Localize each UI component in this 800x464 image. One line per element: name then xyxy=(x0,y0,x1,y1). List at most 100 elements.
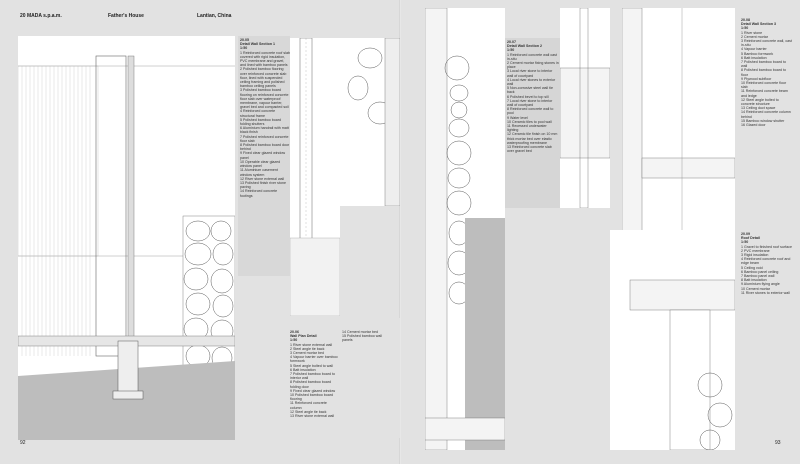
caption-item: 9 Aluminium flying angle xyxy=(741,282,780,287)
caption-item: 15 Polished bamboo wall panels xyxy=(342,334,382,343)
caption-item: 12 Steel angle tie back xyxy=(290,409,327,414)
caption-id: 20.06 xyxy=(290,330,299,334)
caption-item: 7 Polished reinforced concrete floor sla… xyxy=(240,134,289,143)
caption-item: 5 Non-corrosive steel wall tie back xyxy=(507,86,553,95)
caption-item: 2 Cement mortar fixing stones in place xyxy=(507,61,559,70)
caption-item: 11 Recessed underwater lighting xyxy=(507,124,547,133)
caption-item: 4 Vapour barrier xyxy=(741,47,767,52)
page-number-right: 93 xyxy=(775,440,781,446)
caption-item: 12 Ceramic tile finish on 10 mm thick mo… xyxy=(507,132,558,145)
caption-item: 9 Plywood subfloor xyxy=(741,76,772,81)
caption-item: 8 Reinforced concrete wall to pool xyxy=(507,107,554,116)
caption-item: 11 Aluminium casement window system xyxy=(240,168,278,177)
caption-item: 2 Steel angle tie back xyxy=(290,346,325,351)
caption-id: 20.08 xyxy=(741,18,750,22)
caption-wall-section-1: 20.05 Detail Wall Section 1 1:50 1 Reinf… xyxy=(240,38,290,198)
caption-item: 6 Polished bevel to top sill xyxy=(507,94,549,99)
caption-id: 20.09 xyxy=(741,232,750,236)
drawing-wall-section-2 xyxy=(425,8,505,450)
project-name: Father's House xyxy=(108,13,144,19)
drawing-wall-section-3 xyxy=(622,8,735,248)
drawing-section-2-detail xyxy=(560,8,610,208)
caption-scale: 1:50 xyxy=(741,26,749,31)
caption-roof-detail: 20.09 Roof Detail 1:50 1 Gravel to finis… xyxy=(741,232,793,295)
caption-title: Wall Plan Detail xyxy=(290,334,317,339)
caption-item: 6 Batt insulation xyxy=(741,55,767,60)
section-3-linework xyxy=(622,8,735,248)
caption-item: 7 Polished bamboo board to interior wall xyxy=(290,372,335,381)
caption-item: 9 Fixed clear glazed window xyxy=(290,388,336,393)
caption-scale: 1:50 xyxy=(290,338,298,343)
caption-item: 4 Local river stones to exterior wall xyxy=(507,77,556,87)
caption-item: 2 PVC membrane xyxy=(741,248,770,253)
caption-item: 11 Reinforced concrete beam and ledge xyxy=(741,89,788,98)
caption-item: 8 Polished bamboo board folding door xyxy=(290,380,331,389)
caption-item: 9 Water level xyxy=(507,115,528,120)
caption-item: 2 Polished bamboo flooring over reinforc… xyxy=(240,67,287,89)
caption-scale: 1:50 xyxy=(240,46,248,51)
caption-item: 13 Reinforced concrete slab over gravel … xyxy=(507,145,552,154)
caption-item: 7 Local river stone to interior wall of … xyxy=(507,98,553,108)
caption-panel-3 xyxy=(505,38,560,208)
caption-item: 5 Steel angle bolted to wall xyxy=(290,363,333,368)
caption-wall-section-2: 20.07 Detail Wall Section 2 1:50 1 Reinf… xyxy=(507,40,559,153)
section-detail-b-linework xyxy=(347,38,400,206)
caption-item: 6 Batt insulation xyxy=(290,367,316,372)
caption-title: Detail Wall Section 3 xyxy=(741,22,777,27)
caption-item: 10 Operable clear glazed window panel xyxy=(240,159,281,169)
drawing-section-detail-b xyxy=(340,38,400,206)
caption-item: 11 Reinforced concrete column xyxy=(290,401,327,410)
roof-detail-linework xyxy=(629,279,735,450)
caption-title: Roof Detail xyxy=(741,236,760,241)
caption-item: 5 Bamboo formwork xyxy=(741,51,774,56)
caption-item: 12 River stone external wall xyxy=(240,176,285,181)
caption-item: 11 River stones to exterior wall xyxy=(741,290,790,295)
caption-item: 13 Ceiling duct space xyxy=(741,106,776,111)
caption-item: 14 Reinforced concrete footings xyxy=(240,189,278,198)
caption-scale: 1:50 xyxy=(507,48,515,53)
caption-item: 6 Aluminium handrail with matt black fin… xyxy=(240,126,289,135)
caption-item: 5 Polished bamboo board folding shutters xyxy=(240,117,281,127)
caption-item: 7 Polished bamboo board to wall xyxy=(741,60,786,69)
caption-panel-1 xyxy=(238,36,290,276)
project-location: Lantian, China xyxy=(197,13,232,19)
caption-item: 2 Cement mortar xyxy=(741,34,768,39)
caption-item: 12 Steel angle bolted to concrete struct… xyxy=(741,97,779,107)
caption-item: 1 Gravel to finished roof surface xyxy=(741,244,792,249)
caption-item: 5 Ceiling void xyxy=(741,265,763,270)
caption-scale: 1:50 xyxy=(741,240,749,245)
firm-name: 20 MADA s.p.a.m. xyxy=(20,13,62,19)
caption-item: 8 Polished bamboo board to floor xyxy=(741,68,786,77)
caption-id: 20.07 xyxy=(507,40,516,44)
page-number-left: 92 xyxy=(20,440,26,446)
caption-item: 13 River stone external wall xyxy=(290,414,335,419)
section-detail-a-linework xyxy=(290,38,340,316)
caption-panel-2 xyxy=(290,318,400,438)
shutter-lines xyxy=(21,66,91,356)
caption-title: Detail Wall Section 1 xyxy=(240,42,276,47)
book-gutter xyxy=(399,0,401,464)
caption-item: 6 Bamboo panel ceiling xyxy=(741,269,779,274)
section-2-linework xyxy=(425,8,505,450)
section-2-detail-linework xyxy=(560,8,610,208)
caption-id: 20.05 xyxy=(240,38,249,42)
caption-item: 10 Reinforced concrete floor slab xyxy=(741,81,787,90)
caption-item: 16 Glazed door xyxy=(741,123,766,128)
caption-item: 4 Reinforced concrete roof and edge beam xyxy=(741,257,791,266)
caption-item: 14 Reinforced concrete column behind xyxy=(741,110,791,119)
caption-item: 3 Reinforced concrete wall, cast in-situ xyxy=(741,39,792,48)
caption-item: 10 Ceramic tiles to pool wall xyxy=(507,119,552,124)
caption-items: 1 Reinforced concrete roof slab covered … xyxy=(240,51,290,198)
caption-wall-section-3: 20.08 Detail Wall Section 3 1:50 1 River… xyxy=(741,18,793,127)
caption-item: 10 Polished bamboo board flooring xyxy=(290,393,333,402)
caption-item: 4 Vapour barrier over bamboo formwork xyxy=(290,355,338,364)
caption-item: 15 Bamboo window shutter xyxy=(741,118,785,123)
caption-item: 1 Reinforced concrete roof slab covered … xyxy=(240,50,290,68)
caption-item: 1 River stone external wall xyxy=(290,342,333,347)
